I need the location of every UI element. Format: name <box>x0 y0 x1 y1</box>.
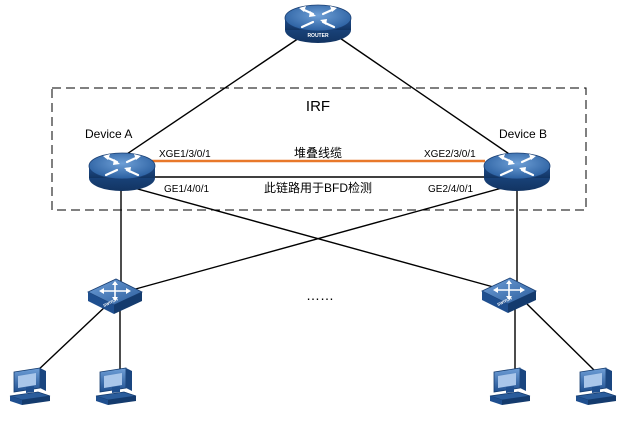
pc-icon <box>489 367 531 406</box>
link-router-device-b <box>333 33 516 159</box>
irf-boundary-box <box>51 87 587 211</box>
device-a-router-icon <box>87 151 157 193</box>
switch-left-icon: SWITCH <box>87 278 143 315</box>
switch-right-label: SWITCH <box>496 296 513 307</box>
port-a-stack-label: XGE1/3/0/1 <box>159 149 211 160</box>
router-label: ROUTER <box>307 33 329 39</box>
bfd-link-label: 此链路用于BFD检测 <box>264 180 372 195</box>
ellipsis-label: …… <box>306 287 334 303</box>
link-switch-right-pc2 <box>526 303 597 373</box>
switch-left-label: SWITCH <box>102 297 119 308</box>
switch-right-icon: SWITCH <box>481 277 537 314</box>
pc-icon <box>9 367 51 406</box>
pc-icon <box>95 367 137 406</box>
port-a-bfd-label: GE1/4/0/1 <box>164 184 209 195</box>
port-b-stack-label: XGE2/3/0/1 <box>424 149 476 160</box>
port-b-bfd-label: GE2/4/0/1 <box>428 184 473 195</box>
link-router-device-a <box>120 33 306 159</box>
device-a-label: Device A <box>85 127 132 141</box>
router-icon: ROUTER <box>283 3 353 45</box>
pc-icon <box>575 367 617 406</box>
link-device-b-switch-left <box>131 185 510 291</box>
link-device-a-switch-right <box>126 185 498 289</box>
device-b-router-icon <box>482 151 552 193</box>
stack-cable-label: 堆叠线缆 <box>294 146 342 160</box>
link-switch-left-pc1 <box>35 304 108 373</box>
device-b-label: Device B <box>499 127 547 141</box>
irf-label: IRF <box>306 98 330 115</box>
